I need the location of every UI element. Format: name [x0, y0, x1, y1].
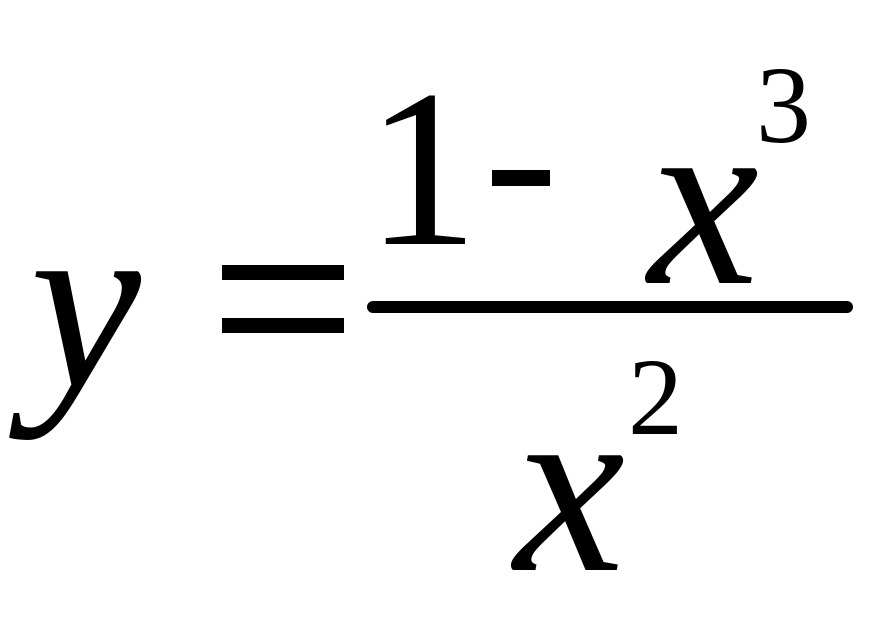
- denominator-exponent: 2: [628, 336, 683, 458]
- numerator-exponent: 3: [756, 44, 811, 166]
- equals-sign-bottom-bar: [222, 318, 344, 333]
- denominator-variable-x: x: [514, 348, 625, 625]
- fraction-bar: [367, 301, 853, 313]
- numerator-variable-x: x: [648, 61, 759, 338]
- numerator-minus-sign: [492, 170, 550, 186]
- math-equation: y 1 x 3 x 2: [30, 43, 853, 612]
- equals-sign-top-bar: [222, 265, 344, 280]
- numerator-constant: 1: [366, 43, 479, 293]
- lhs-variable-y: y: [30, 164, 141, 441]
